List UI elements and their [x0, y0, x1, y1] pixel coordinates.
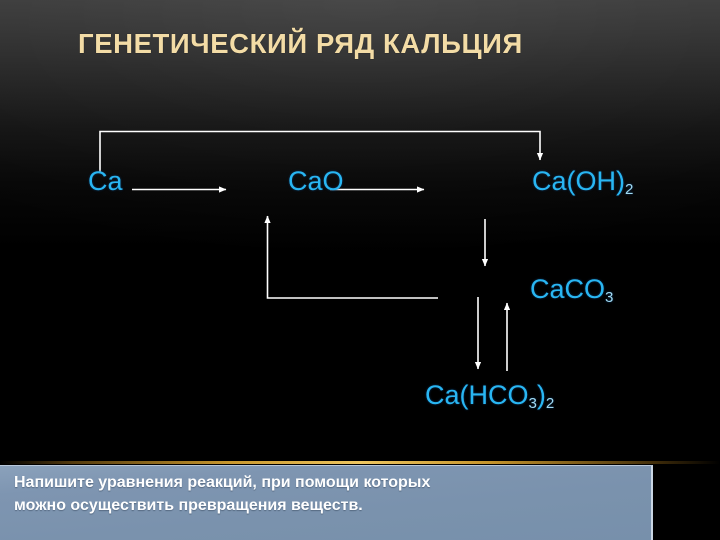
formula-calcium-hydroxide-text: Ca(OH) — [532, 166, 625, 196]
formula-calcium-bicarbonate: Ca(HCO3)2 — [425, 380, 555, 413]
caption-accent-line — [0, 461, 720, 464]
formula-calcium-bicarbonate-text-2: ) — [536, 380, 546, 410]
formula-calcium-hydroxide: Ca(OH)2 — [532, 166, 634, 199]
formula-calcium-carbonate-text: CaCO — [530, 274, 606, 304]
formula-calcium-hydroxide-subscript: 2 — [625, 181, 634, 199]
page-title: ГЕНЕТИЧЕСКИЙ РЯД КАЛЬЦИЯ — [78, 28, 523, 59]
formula-calcium-bicarbonate-text-1: Ca(HCO — [425, 380, 529, 410]
formula-calcium-text: Ca — [88, 166, 123, 196]
caption-box: Напишите уравнения реакций, при помощи к… — [0, 465, 653, 540]
caption-text: Напишите уравнения реакций, при помощи к… — [14, 474, 431, 514]
formula-calcium-bicarbonate-subscript-1: 3 — [528, 395, 537, 413]
formula-calcium-oxide: CaO — [288, 168, 344, 195]
formula-calcium: Ca — [88, 168, 123, 195]
formula-calcium-oxide-text: CaO — [288, 166, 344, 196]
formula-calcium-bicarbonate-subscript-2: 2 — [545, 395, 555, 413]
formula-calcium-carbonate: CaCO3 — [530, 274, 614, 307]
formula-calcium-carbonate-subscript: 3 — [605, 289, 614, 307]
